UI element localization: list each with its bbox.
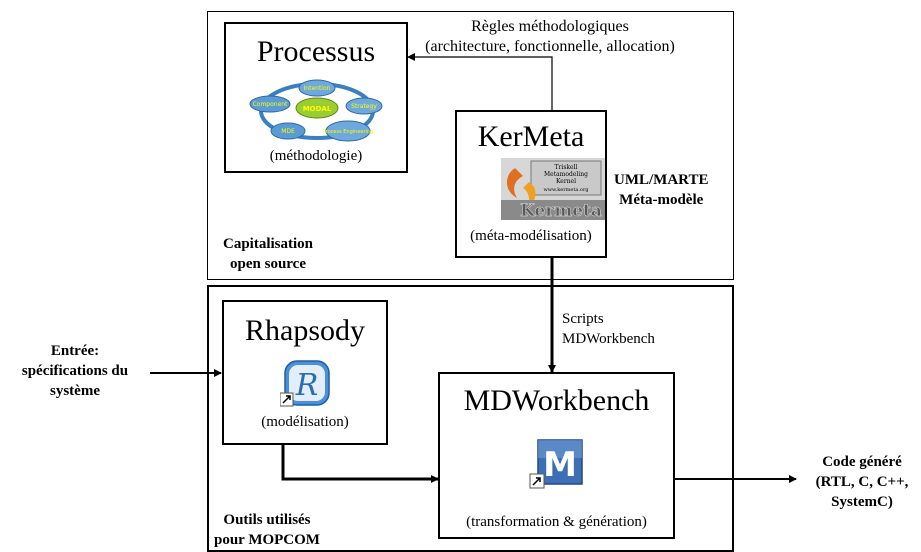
kermeta-logo-small-3: Kernel: [556, 178, 576, 185]
regles-label: Règles méthodologiques (architecture, fo…: [425, 18, 675, 55]
rhapsody-icon-letter: R: [295, 368, 319, 403]
entree-label: Entrée: spécifications du système: [21, 343, 129, 399]
kermeta-title: KerMeta: [477, 120, 585, 153]
modal-item-modal: MODAL: [303, 105, 332, 113]
kermeta-caption: (méta-modélisation): [470, 228, 592, 244]
rhapsody-title: Rhapsody: [245, 314, 365, 347]
rhapsody-caption: (modélisation): [261, 414, 349, 430]
modal-item-intention: Intention: [304, 85, 331, 92]
processus-box: Processus Intention Component MODAL Stra…: [224, 22, 408, 173]
kermeta-logo-small-2: Metamodeling: [544, 171, 588, 178]
modal-item-mde: MDE: [281, 128, 295, 135]
modal-item-component: Component: [253, 101, 288, 108]
code-genere-label: Code généré (RTL, C, C++, SystemC): [815, 454, 909, 510]
modal-item-process-engineering: Process Engineering: [323, 129, 374, 135]
mdworkbench-caption: (transformation & génération): [466, 514, 647, 530]
mdworkbench-box: MDWorkbench M (transformation & générati…: [438, 372, 675, 539]
processus-title: Processus: [256, 35, 376, 68]
kermeta-logo-word: Kermeta: [520, 201, 602, 220]
mdworkbench-app-icon: M: [528, 436, 586, 490]
rhapsody-mdworkbench-arrow: [279, 438, 439, 483]
kermeta-logo-small-1: Triskell: [555, 164, 578, 171]
outils-region: [207, 285, 734, 552]
scripts-label: Scripts MDWorkbench: [562, 311, 655, 347]
kermeta-logo-icon: Triskell Metamodeling Kernel www.kermeta…: [501, 158, 605, 221]
kermeta-logo-small-4: www.kermeta.org: [543, 187, 589, 193]
kermeta-box: KerMeta Triskell Metamodeling Kernel www…: [455, 110, 607, 258]
rhapsody-app-icon: R: [279, 360, 332, 408]
mdworkbench-icon-letter: M: [543, 445, 577, 485]
modal-item-strategy: Strategy: [351, 103, 377, 110]
rhapsody-box: Rhapsody R (modélisation): [222, 300, 388, 445]
capitalisation-region: [207, 11, 734, 280]
modal-process-icon: Intention Component MODAL Strategy MDE P…: [249, 79, 383, 142]
regles-arrow: [407, 53, 556, 117]
capitalisation-label: Capitalisation open source: [223, 236, 314, 272]
uml-marte-label: UML/MARTE Méta-modèle: [614, 172, 709, 208]
mdworkbench-title: MDWorkbench: [463, 384, 650, 417]
outils-label: Outils utilisés pour MOPCOM: [214, 512, 320, 548]
processus-caption: (méthodologie): [269, 148, 363, 164]
